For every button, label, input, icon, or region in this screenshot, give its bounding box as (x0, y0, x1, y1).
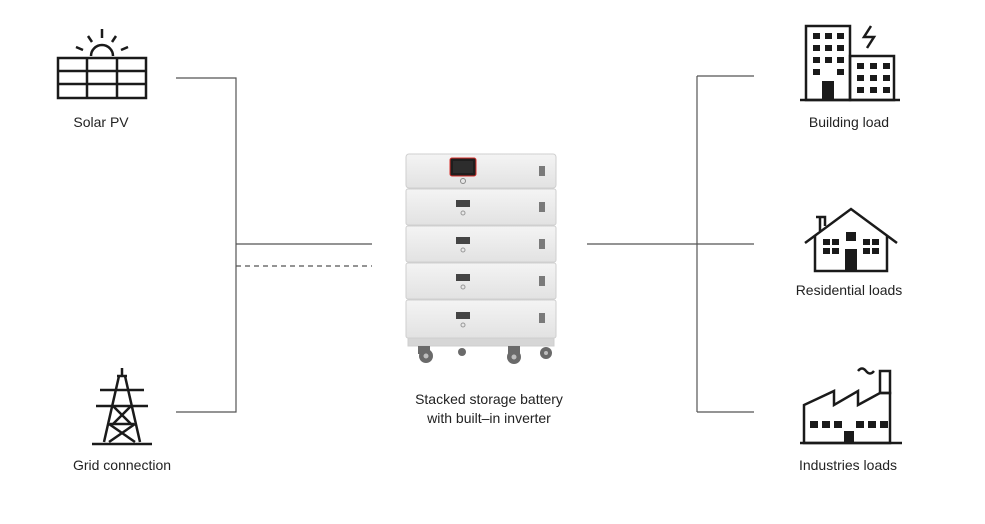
solar-line (176, 77, 237, 244)
grid-line (176, 244, 237, 413)
solar-label: Solar PV (73, 114, 129, 130)
residential-label: Residential loads (795, 282, 903, 298)
factory-icon (800, 367, 902, 445)
house-icon (804, 207, 898, 273)
battery-caption: Stacked storage battery with built–in in… (415, 390, 563, 428)
transmission-tower-icon (92, 368, 152, 446)
industrial-label: Industries loads (798, 457, 898, 473)
battery-caption-line2: with built–in inverter (427, 410, 551, 426)
office-building-icon (800, 24, 900, 102)
stacked-battery-icon (405, 153, 557, 364)
battery-caption-line1: Stacked storage battery (415, 391, 563, 407)
solar-panel-icon (56, 29, 148, 100)
building-label: Building load (808, 114, 890, 130)
grid-label: Grid connection (72, 457, 172, 473)
